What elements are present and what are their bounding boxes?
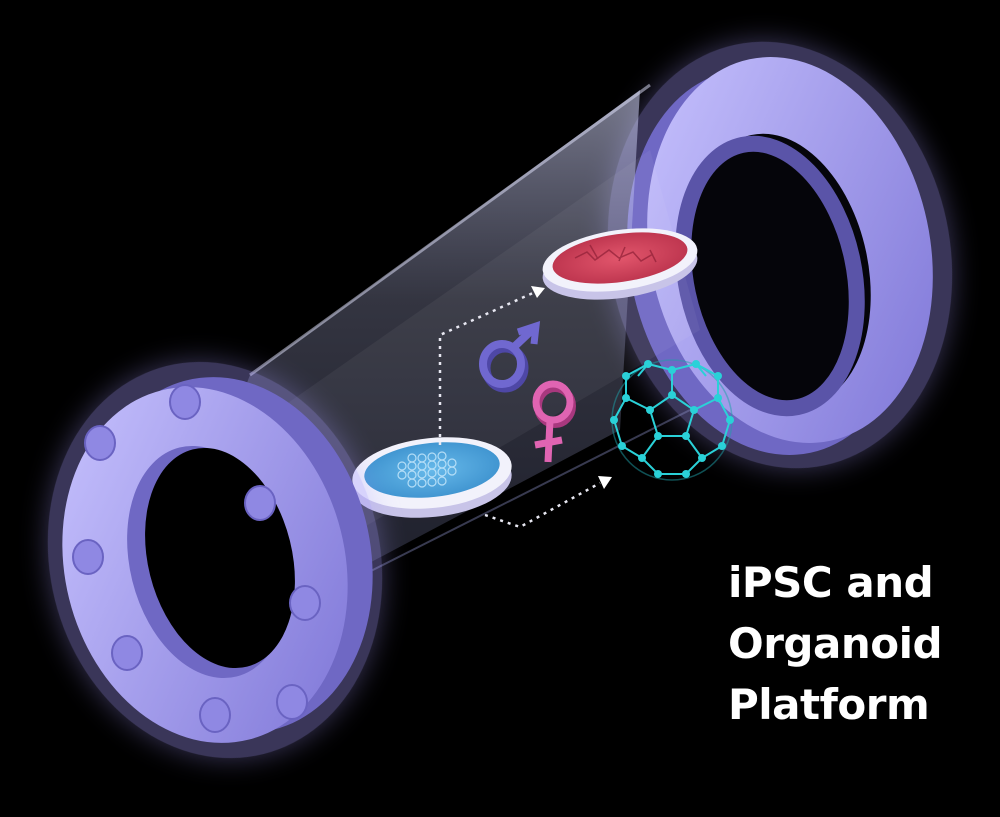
platform-title: iPSC and Organoid Platform <box>728 552 993 735</box>
title-line-2: Organoid <box>728 619 943 668</box>
pipe-flange-left <box>47 361 383 759</box>
red-tissue-dish <box>542 228 698 300</box>
title-line-3: Platform <box>728 680 930 729</box>
flange-bolts <box>72 384 321 733</box>
blue-cell-dish <box>352 437 512 518</box>
male-symbol-icon <box>479 320 541 393</box>
female-symbol-icon <box>532 380 576 463</box>
dotted-arrow-up <box>438 286 545 445</box>
organoid-buckyball-icon <box>610 359 734 481</box>
dotted-arrow-right <box>484 476 612 529</box>
title-line-1: iPSC and <box>728 558 934 607</box>
